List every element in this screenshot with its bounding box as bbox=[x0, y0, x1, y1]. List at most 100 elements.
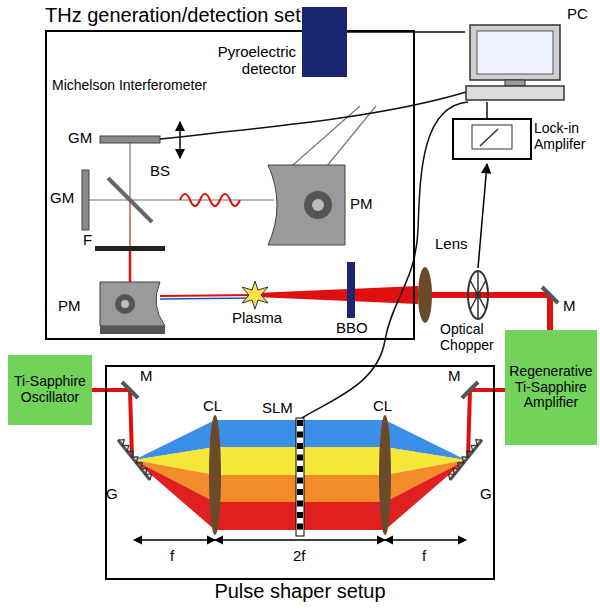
computer-icon bbox=[505, 80, 525, 86]
computer-box: PC bbox=[465, 25, 565, 102]
slm-panel bbox=[297, 489, 303, 495]
laser-beam bbox=[495, 388, 505, 392]
part-label: Optical Chopper bbox=[440, 322, 502, 353]
slm-panel bbox=[297, 455, 303, 461]
filter bbox=[95, 246, 165, 251]
node-label: Pulse shaper setup bbox=[107, 580, 493, 603]
shaper-beam bbox=[468, 390, 470, 458]
part-label: PM bbox=[350, 196, 373, 213]
galvo-mirror bbox=[100, 136, 160, 143]
cylindrical-lens bbox=[209, 415, 391, 535]
slm-panel bbox=[297, 524, 303, 530]
cable bbox=[160, 92, 466, 139]
optical-chopper bbox=[468, 271, 488, 319]
laser-beam bbox=[160, 298, 255, 299]
cable bbox=[302, 102, 468, 418]
fold-mirror bbox=[542, 287, 558, 303]
slm-panel bbox=[297, 420, 303, 426]
slm-panel bbox=[297, 443, 303, 449]
laser-beam bbox=[160, 295, 255, 296]
part-label: M bbox=[563, 298, 576, 315]
dimension-arrow bbox=[134, 539, 215, 540]
node-label: Lock-in Amplifer bbox=[534, 120, 596, 152]
computer-icon bbox=[466, 86, 564, 100]
part-label: G bbox=[106, 486, 118, 503]
galvo-mirror bbox=[82, 170, 89, 230]
cylindrical-lens bbox=[379, 415, 391, 535]
bbo-crystal bbox=[347, 262, 355, 318]
parabolic-mirror bbox=[312, 199, 324, 211]
part-label: CL bbox=[203, 398, 222, 415]
part-label: f bbox=[422, 548, 426, 565]
parabolic-mirror bbox=[100, 326, 165, 334]
cable bbox=[160, 92, 468, 418]
optical-chopper bbox=[475, 292, 481, 298]
part-label: BBO bbox=[336, 320, 368, 337]
optical-chopper bbox=[468, 271, 488, 319]
grating bbox=[118, 440, 482, 480]
part-label: G bbox=[480, 486, 492, 503]
filter bbox=[95, 246, 165, 251]
bbo-crystal bbox=[347, 262, 355, 318]
slm-panel bbox=[297, 501, 303, 507]
lock-in-meter bbox=[452, 118, 532, 160]
part-label: SLM bbox=[262, 400, 293, 417]
galvo-mirror bbox=[82, 136, 160, 230]
scan-arrow bbox=[179, 122, 181, 158]
fold-mirror bbox=[542, 287, 558, 303]
scan-arrow bbox=[180, 122, 181, 158]
grating bbox=[118, 440, 152, 480]
computer-icon bbox=[477, 31, 553, 74]
plasma-spark bbox=[242, 281, 268, 309]
part-label: BS bbox=[150, 163, 170, 180]
parabolic-mirror bbox=[100, 165, 345, 334]
part-label: GM bbox=[50, 190, 74, 207]
detector-box: Pyroelectric detector bbox=[302, 7, 347, 77]
part-label: F bbox=[83, 232, 92, 249]
shaper-mirror bbox=[462, 382, 478, 398]
node-label: Ti-Sapphire Oscillator bbox=[11, 374, 89, 405]
cylindrical-lens bbox=[209, 415, 221, 535]
thz-beam bbox=[130, 199, 274, 200]
dimension-arrow bbox=[215, 539, 385, 540]
focus-lens bbox=[418, 267, 432, 323]
part-label: PM bbox=[58, 298, 81, 315]
amplifier-box: Regenerative Ti-Sapphire Amplifier bbox=[505, 330, 597, 445]
slm-panel bbox=[297, 420, 303, 530]
optical-chopper bbox=[470, 280, 486, 310]
computer-icon bbox=[470, 25, 560, 80]
grating bbox=[448, 440, 482, 480]
dimension-arrow bbox=[134, 540, 466, 541]
laser-box: Ti-Sapphire Oscillator bbox=[8, 355, 92, 425]
part-label: M bbox=[448, 368, 461, 385]
focus-lens bbox=[418, 267, 432, 323]
laser-beam bbox=[255, 286, 418, 304]
shaper-mirror bbox=[122, 382, 138, 398]
shaper-beam bbox=[130, 390, 132, 458]
dimension-arrow bbox=[385, 539, 466, 540]
thz-beam bbox=[129, 143, 130, 200]
part-label: Plasma bbox=[232, 310, 282, 327]
node-label: PC bbox=[567, 5, 588, 22]
lock-in-meter bbox=[480, 129, 498, 146]
parabolic-mirror bbox=[268, 165, 345, 245]
part-label: GM bbox=[68, 130, 92, 147]
reference-arrow bbox=[478, 164, 487, 268]
parabolic-mirror bbox=[121, 300, 129, 308]
node-label: Pyroelectric detector bbox=[196, 43, 296, 77]
thz-beam bbox=[322, 106, 376, 172]
slm-panel bbox=[297, 512, 303, 518]
shaper-mirror bbox=[122, 382, 478, 398]
thz-beam bbox=[89, 199, 130, 200]
slm-panel bbox=[296, 418, 304, 536]
part-label: M bbox=[140, 368, 153, 385]
beam-splitter bbox=[108, 178, 152, 222]
slm-panel bbox=[297, 478, 303, 484]
plasma-spark bbox=[242, 281, 268, 309]
laser-beam bbox=[129, 200, 130, 246]
lock-in-meter bbox=[452, 118, 532, 160]
setup-frame: THz generation/detection setupPyroelectr… bbox=[45, 30, 415, 340]
slm-panel bbox=[296, 418, 304, 536]
computer-icon bbox=[466, 25, 564, 100]
